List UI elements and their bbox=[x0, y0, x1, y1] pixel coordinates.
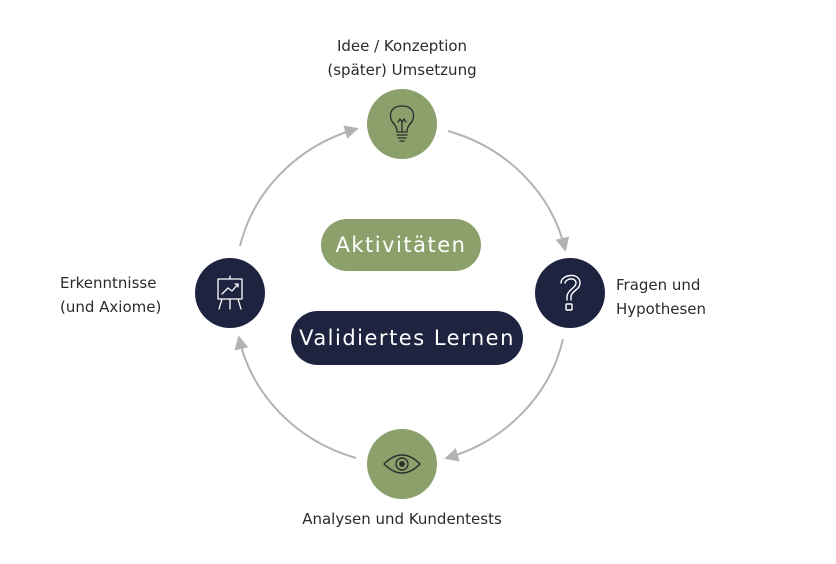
lightbulb-icon bbox=[389, 105, 415, 142]
arrow-analysis-to-insights bbox=[234, 335, 357, 459]
label-questions: Fragen und Hypothesen bbox=[616, 276, 707, 318]
label-idea: Idee / Konzeption (später) Umsetzung bbox=[327, 37, 477, 79]
eye-icon bbox=[383, 454, 421, 474]
validated-learning-pill: Validiertes Lernen bbox=[291, 311, 523, 365]
arrow-insights-to-idea bbox=[239, 125, 359, 247]
node-questions bbox=[535, 258, 605, 328]
chart-board-icon bbox=[217, 275, 243, 310]
activities-pill: Aktivitäten bbox=[321, 219, 481, 271]
question-mark-icon bbox=[560, 274, 581, 311]
node-idea bbox=[367, 89, 437, 159]
node-insights bbox=[195, 258, 265, 328]
label-insights: Erkenntnisse (und Axiome) bbox=[60, 274, 162, 316]
label-analysis: Analysen und Kundentests bbox=[302, 510, 502, 528]
arrow-questions-to-analysis bbox=[444, 338, 564, 462]
arrow-idea-to-questions bbox=[447, 130, 570, 252]
node-analysis bbox=[367, 429, 437, 499]
